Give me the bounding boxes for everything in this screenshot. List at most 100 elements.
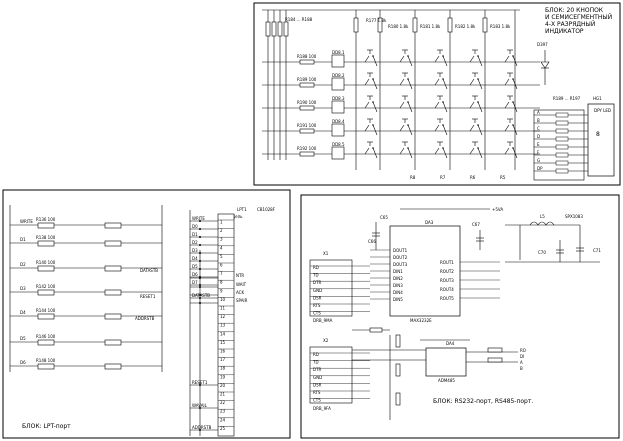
lpt-pin-number: 16 (220, 349, 226, 354)
bottom-label-r6: R6 (470, 175, 476, 180)
pushbutton (399, 118, 413, 136)
column-resistors: R177 1.8k R180 1.8k R181 1.8k R182 1.8k … (353, 10, 516, 170)
db9-pin-label: DTR (313, 280, 322, 285)
pushbutton (399, 49, 413, 67)
lpt-pin-number: 25 (220, 426, 226, 431)
max3232-chip: DA3 DOUT1DOUT2DOUT3DIN1DIN2DIN3DIN4DIN5R… (370, 220, 500, 323)
cap-c71: C71 (593, 248, 601, 253)
lpt-right-signal: D4 (192, 256, 198, 261)
lpt-right-signal: WRITE (192, 216, 205, 221)
pushbutton (434, 72, 448, 90)
lpt-pin-number: 17 (220, 357, 226, 362)
segment-label: E (537, 142, 540, 147)
db9-pin-label: DSR (313, 295, 322, 300)
pushbutton (434, 95, 448, 113)
keypad-resistor-group-label: R184 ... R188 (285, 17, 313, 22)
lpt-pin-number: 18 (220, 366, 226, 371)
keypad-title-line-4: ИНДИКАТОР (545, 28, 584, 35)
segment-label: G (537, 158, 540, 163)
keypad-row-3: R190 100 DD8.3 (262, 96, 540, 114)
lpt-mid-labels: DATASTB RESET1 ADDRSTB (135, 268, 158, 321)
lpt-pin-number: 15 (220, 340, 226, 345)
lpt-pin-number: 4 (220, 245, 223, 250)
lpt-resistor-label: R140 100 (36, 260, 56, 265)
db9-x2-ref: X2 (323, 338, 329, 343)
lpt-left-signal: D5 (20, 336, 26, 341)
pushbutton (469, 141, 483, 159)
diode-d397: D397 (537, 42, 550, 85)
pushbutton (504, 141, 518, 159)
display-type: DPY LED (594, 108, 611, 113)
segment-label: A (537, 110, 540, 115)
max3232-ref: DA3 (425, 220, 434, 225)
row-1-buffer: DD8.1 (332, 50, 345, 55)
column-resistor-4: R182 1.8k (455, 24, 476, 29)
lpt-right-signal: SPAIR (236, 298, 248, 303)
segment-label: C (537, 126, 540, 131)
pushbutton (504, 95, 518, 113)
max3232-type: MAX3232E (410, 318, 432, 323)
lpt-pin-number: 23 (220, 409, 226, 414)
pushbutton (364, 118, 378, 136)
rs485-ro: RO (520, 348, 526, 353)
column-resistor-3: R181 1.8k (420, 24, 441, 29)
max3232-left-pin: DIN5 (393, 297, 403, 302)
pullup-resistors (265, 10, 289, 160)
adm485-chip: DA4 ADM485 (425, 341, 467, 383)
lpt-pin-number: 19 (220, 374, 226, 379)
adm485-type: ADM485 (438, 378, 455, 383)
db9-x1-ref: X1 (323, 251, 329, 256)
rs-title: БЛОК: RS232-порт, RS485-порт. (433, 398, 533, 405)
lpt-pin-number: 7 (220, 271, 223, 276)
lpt-pin-number: 2 (220, 228, 223, 233)
max3232-left-pin: DIN1 (393, 269, 403, 274)
row-2-resistor: R189 100 (297, 77, 317, 82)
lpt-pin-number: 5 (220, 254, 223, 259)
diode-label: D397 (537, 42, 548, 47)
display-digit: 8 (596, 131, 600, 138)
cap-c67: C67 (472, 222, 480, 227)
lpt-connector-ref: LPT1 (237, 207, 247, 212)
lpt-left-signal: D3 (20, 286, 26, 291)
db9-x2-type: DRB_9FA (313, 406, 331, 411)
pushbutton (469, 49, 483, 67)
segment-label: DP (537, 166, 543, 171)
lpt-pin-number: 13 (220, 323, 226, 328)
keypad-title-line-2: И СЕМИСЕГМЕНТНЫЙ (545, 14, 612, 21)
lpt-pin-number: 11 (220, 306, 226, 311)
bottom-label-r8: R8 (410, 175, 416, 180)
lpt-pin-number: 20 (220, 383, 226, 388)
row-3-buffer: DD8.3 (332, 96, 345, 101)
db9-pin-label: CTS (313, 311, 321, 316)
db9-pin-label: DTR (313, 367, 322, 372)
lpt-right-signal: D1 (192, 232, 198, 237)
rs485-di: DI (520, 354, 524, 359)
lpt-addrstb: ADDRSTB (135, 316, 155, 321)
row-4-resistor: R191 100 (297, 123, 317, 128)
keypad-block: БЛОК: 20 КНОПОК И СЕМИСЕГМЕНТНЫЙ 4-Х РАЗ… (253, 2, 621, 186)
adm485-ref: DA4 (446, 341, 455, 346)
max3232-left-pin: DOUT2 (393, 255, 408, 260)
segment-label: F (537, 150, 540, 155)
row-4-buffer: DD8.4 (332, 119, 345, 124)
lpt-right-signal: D5 (192, 264, 198, 269)
lpt-resistor-label: R144 100 (36, 308, 56, 313)
cap-c70: C70 (538, 250, 546, 255)
max3232-right-pin: ROUT5 (440, 296, 454, 301)
pushbutton (504, 72, 518, 90)
lpt-right-signal: WAIT (236, 282, 247, 287)
pushbutton (399, 141, 413, 159)
lpt-reset1: RESET1 (140, 294, 156, 299)
segment-label: B (537, 118, 540, 123)
column-resistor-2: R180 1.8k (388, 24, 409, 29)
rs485-b: B (520, 366, 523, 371)
pushbutton (399, 72, 413, 90)
lpt-pin-number: 24 (220, 417, 226, 422)
db9-pin-label: CTS (313, 398, 321, 403)
regulator-label: SPX1083 (565, 214, 583, 219)
lpt-datastb: DATASTB (140, 268, 158, 273)
